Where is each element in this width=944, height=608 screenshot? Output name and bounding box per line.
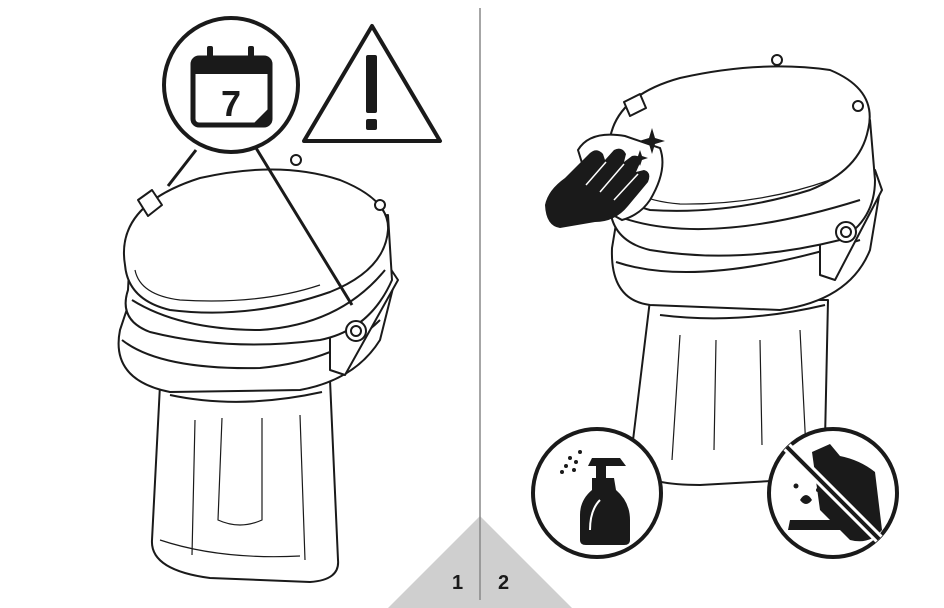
- callout-lines: [166, 147, 354, 306]
- panel-1-toilet: [117, 154, 399, 583]
- spray-bottle-icon: [531, 427, 663, 559]
- wiping-hand-icon: [545, 128, 665, 228]
- warning-icon: [302, 24, 442, 143]
- no-corrosive-chemicals-icon: [767, 427, 899, 559]
- step-number-2: 2: [498, 572, 510, 594]
- panel-2-toilet: [607, 54, 883, 486]
- calendar-day-number: 7: [221, 83, 241, 124]
- calendar-icon: 7: [162, 16, 300, 154]
- step-number-1: 1: [452, 572, 464, 594]
